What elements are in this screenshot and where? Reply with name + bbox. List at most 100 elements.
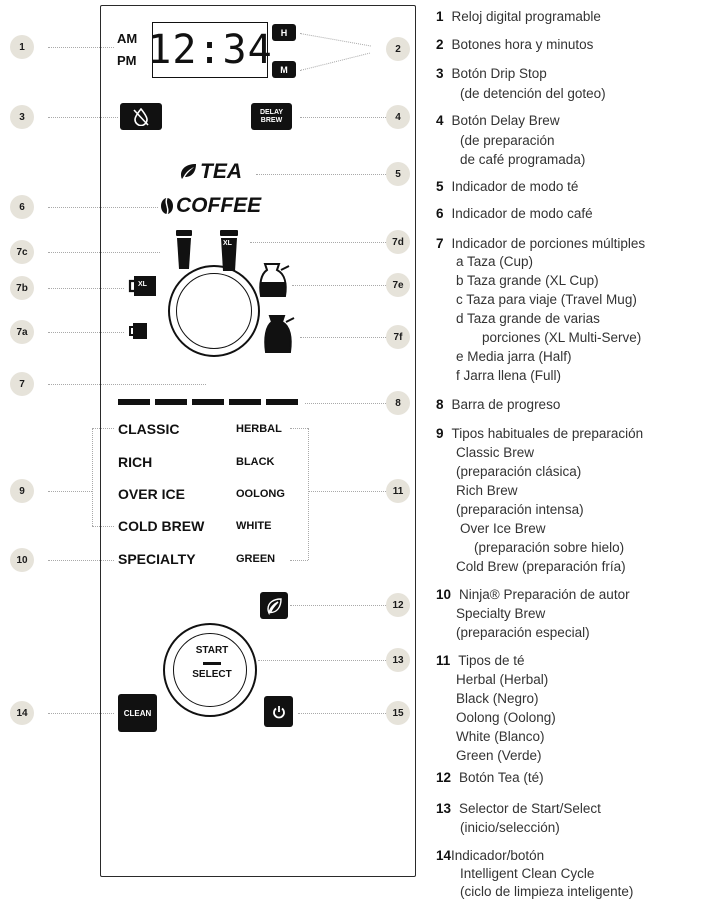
- callout-badge: 2: [386, 37, 410, 61]
- leader-line: [250, 242, 386, 243]
- leader-line: [256, 174, 386, 175]
- legend-item-7-sub: d Taza grande de varias: [456, 311, 600, 326]
- legend-item-9-line: (preparación intensa): [456, 502, 584, 517]
- legend-item-4-line: de café programada): [460, 152, 586, 167]
- leader-line: [290, 605, 386, 606]
- coffee-bean-icon: [161, 197, 173, 215]
- leaf-icon: [267, 597, 282, 615]
- callout-badge: 7a: [10, 320, 34, 344]
- progress-segment: [192, 399, 224, 405]
- legend-item-7-sub: f Jarra llena (Full): [456, 368, 562, 383]
- legend-item-7-sub: porciones (XL Multi-Serve): [482, 330, 642, 345]
- power-button[interactable]: [264, 696, 293, 727]
- callout-badge: 11: [386, 479, 410, 503]
- legend-item-14: 14Indicador/botón: [436, 848, 545, 863]
- legend-item-14-line: (ciclo de limpieza inteligente): [460, 884, 634, 899]
- minute-button[interactable]: M: [272, 61, 296, 78]
- control-panel: [100, 5, 416, 877]
- legend-item-7-sub: b Taza grande (XL Cup): [456, 273, 599, 288]
- callout-badge: 7f: [386, 325, 410, 349]
- xl-multi-serve-icon: XL: [220, 230, 238, 277]
- delay-brew-label-line2: BREW: [260, 116, 283, 124]
- leader-line: [300, 117, 386, 118]
- progress-segment: [118, 399, 150, 405]
- legend-item-11-line: Oolong (Oolong): [456, 710, 556, 725]
- callout-badge: 7c: [10, 240, 34, 264]
- callout-badge: 3: [10, 105, 34, 129]
- coffee-mode-label: COFFEE: [176, 194, 262, 217]
- tea-type-oolong: OOLONG: [236, 488, 285, 500]
- leader-line: [92, 428, 93, 526]
- hour-button[interactable]: H: [272, 24, 296, 41]
- legend-item-9-line: Rich Brew: [456, 483, 518, 498]
- leader-line: [48, 288, 124, 289]
- brew-style-rich: RICH: [118, 454, 153, 470]
- tea-button[interactable]: [260, 592, 288, 619]
- dial-inner-ring: [176, 273, 252, 349]
- leader-line: [48, 252, 160, 253]
- legend-item-7-sub: c Taza para viaje (Travel Mug): [456, 292, 637, 307]
- legend-item-10-line: (preparación especial): [456, 625, 590, 640]
- leaf-icon: [181, 164, 196, 179]
- xl-cup-icon: XL: [127, 274, 159, 303]
- legend-item-11-line: Green (Verde): [456, 748, 542, 763]
- callout-badge: 7: [10, 372, 34, 396]
- brew-style-over-ice: OVER ICE: [118, 486, 185, 502]
- leader-line: [92, 428, 114, 429]
- legend-item-14-line: Intelligent Clean Cycle: [460, 866, 595, 881]
- leader-line: [298, 713, 386, 714]
- leader-line: [48, 560, 114, 561]
- tea-type-black: BLACK: [236, 456, 275, 468]
- clean-button[interactable]: CLEAN: [118, 694, 157, 732]
- half-carafe-icon: [257, 262, 291, 303]
- progress-segment: [229, 399, 261, 405]
- start-select-dial[interactable]: START SELECT: [163, 623, 257, 717]
- tea-type-herbal: HERBAL: [236, 423, 282, 435]
- callout-badge: 7b: [10, 276, 34, 300]
- start-select-divider: [203, 662, 221, 665]
- tea-mode-indicator: TEA: [179, 158, 242, 186]
- leader-line: [48, 713, 114, 714]
- tea-type-white: WHITE: [236, 520, 272, 532]
- size-selector-dial[interactable]: [168, 265, 260, 357]
- callout-badge: 9: [10, 479, 34, 503]
- leader-line: [92, 526, 114, 527]
- leader-line: [292, 285, 386, 286]
- leader-line: [308, 428, 309, 560]
- leader-line: [48, 332, 124, 333]
- callout-badge: 7d: [386, 230, 410, 254]
- am-indicator: AM: [117, 31, 138, 46]
- leader-line: [48, 491, 92, 492]
- start-label: START: [195, 645, 229, 656]
- coffee-mode-indicator: COFFEE: [160, 192, 261, 220]
- legend-item-7-sub: e Media jarra (Half): [456, 349, 572, 364]
- legend-item-11-line: Black (Negro): [456, 691, 539, 706]
- callout-badge: 4: [386, 105, 410, 129]
- legend-item-11-line: White (Blanco): [456, 729, 545, 744]
- tea-type-green: GREEN: [236, 553, 276, 565]
- xl-multi-serve-label: XL: [223, 240, 232, 247]
- legend-item-10-line: Specialty Brew: [456, 606, 546, 621]
- select-label: SELECT: [192, 669, 232, 680]
- cup-icon: [128, 321, 152, 346]
- legend-item-7-sub: a Taza (Cup): [456, 254, 534, 269]
- leader-line: [290, 428, 308, 429]
- brew-style-classic: CLASSIC: [118, 421, 180, 437]
- delay-brew-button[interactable]: DELAY BREW: [251, 103, 292, 130]
- leader-line: [48, 207, 158, 208]
- drip-stop-button[interactable]: [120, 103, 162, 130]
- legend-item-13-line: (inicio/selección): [460, 820, 560, 835]
- leader-line: [308, 491, 386, 492]
- leader-line: [290, 560, 308, 561]
- full-carafe-icon: [262, 314, 296, 359]
